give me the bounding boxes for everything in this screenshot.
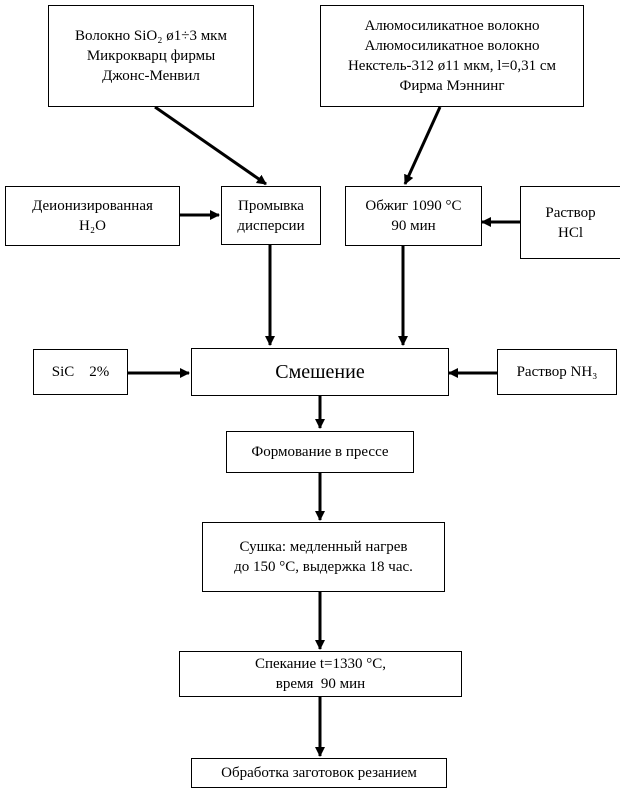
- arrow-fiber-to-rinse: [154, 105, 267, 186]
- fiber-alumosilicate-node: Алюмосиликатное волокно Алюмосиликатное …: [320, 5, 584, 107]
- deionized-water-node: Деионизированная H₂O: [5, 186, 180, 246]
- press-forming-node: Формование в прессе: [226, 431, 414, 473]
- arrow-alumo-to-annealing: [403, 106, 442, 185]
- mixing-node: Смешение: [191, 348, 449, 396]
- fiber-sio2-node: Волокно SiO₂ ø1÷3 мкм Микрокварц фирмы Д…: [48, 5, 254, 107]
- nh3-solution-node: Раствор NH₃: [497, 349, 617, 395]
- sintering-node: Спекание t=1330 °С, время 90 мин: [179, 651, 462, 697]
- annealing-node: Обжиг 1090 °С 90 мин: [345, 186, 482, 246]
- drying-node: Сушка: медленный нагрев до 150 °С, выдер…: [202, 522, 445, 592]
- hcl-solution-node: Раствор HCl: [520, 186, 620, 259]
- machining-node: Обработка заготовок резанием: [191, 758, 447, 788]
- rinse-node: Промывка дисперсии: [221, 186, 321, 245]
- sic-node: SiC 2%: [33, 349, 128, 395]
